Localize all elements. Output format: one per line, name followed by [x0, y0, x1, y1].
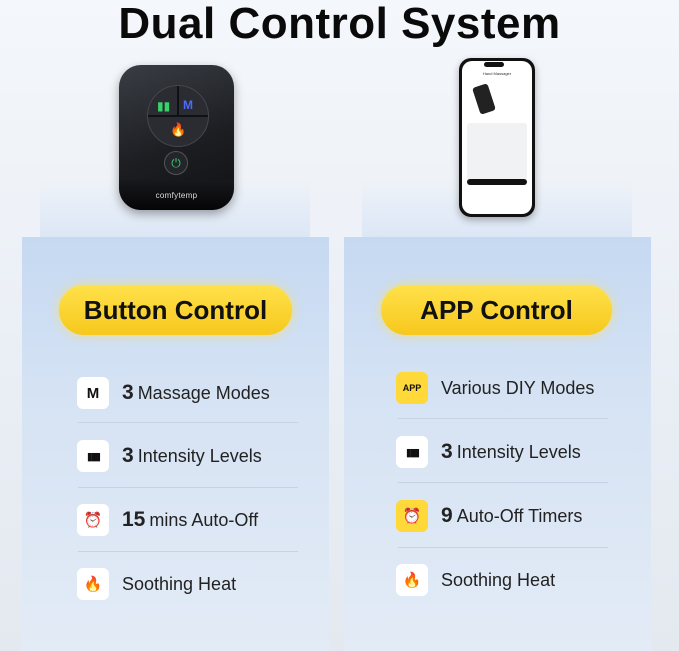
feature-number: 3 — [122, 444, 134, 467]
flame-icon: 🔥 — [396, 564, 428, 596]
feature-text: Auto-Off Timers — [456, 506, 583, 526]
feature-text: Soothing Heat — [441, 569, 556, 590]
feature-number: 9 — [441, 504, 453, 527]
power-icon: ⏻ — [164, 151, 188, 175]
feature-text: Massage Modes — [137, 383, 270, 403]
button-control-heading: Button Control — [59, 285, 292, 335]
massager-image — [472, 83, 496, 115]
feature-text: Various DIY Modes — [441, 377, 595, 398]
feature-soothing-heat: 🔥 Soothing Heat — [396, 562, 555, 598]
bars-icon: ▮▮▮ — [77, 440, 109, 472]
app-settings-card — [467, 123, 527, 183]
alarm-clock-icon: ⏰ — [77, 504, 109, 536]
mode-icon: M — [183, 98, 193, 112]
feature-number: 3 — [122, 381, 134, 404]
feature-text: mins Auto-Off — [149, 510, 259, 530]
feature-soothing-heat: 🔥 Soothing Heat — [77, 566, 236, 602]
app-control-heading: APP Control — [381, 285, 612, 335]
feature-text: Intensity Levels — [137, 446, 262, 466]
remote-button-ring — [147, 85, 209, 147]
m-letter-icon: M — [77, 377, 109, 409]
phone-screen-title: Hand Massager — [482, 71, 512, 76]
alarm-clock-icon: ⏰ — [396, 500, 428, 532]
flame-icon: 🔥 — [77, 568, 109, 600]
feature-diy-modes: APP Various DIY Modes — [396, 370, 594, 406]
bars-icon: ▮▮▮ — [396, 436, 428, 468]
remote-control-image: ▮▮ M 🔥 ⏻ comfytemp — [119, 65, 234, 210]
app-start-button — [467, 179, 527, 185]
brand-logo: comfytemp — [155, 191, 198, 200]
feature-text: Soothing Heat — [122, 573, 237, 594]
feature-number: 15 — [122, 508, 146, 531]
phone-app-image: Hand Massager — [459, 58, 535, 217]
page-title: Dual Control System — [118, 0, 561, 48]
app-icon: APP — [396, 372, 428, 404]
feature-text: Intensity Levels — [456, 442, 581, 462]
intensity-icon: ▮▮ — [157, 99, 171, 113]
feature-number: 3 — [441, 440, 453, 463]
heat-icon: 🔥 — [170, 122, 187, 137]
